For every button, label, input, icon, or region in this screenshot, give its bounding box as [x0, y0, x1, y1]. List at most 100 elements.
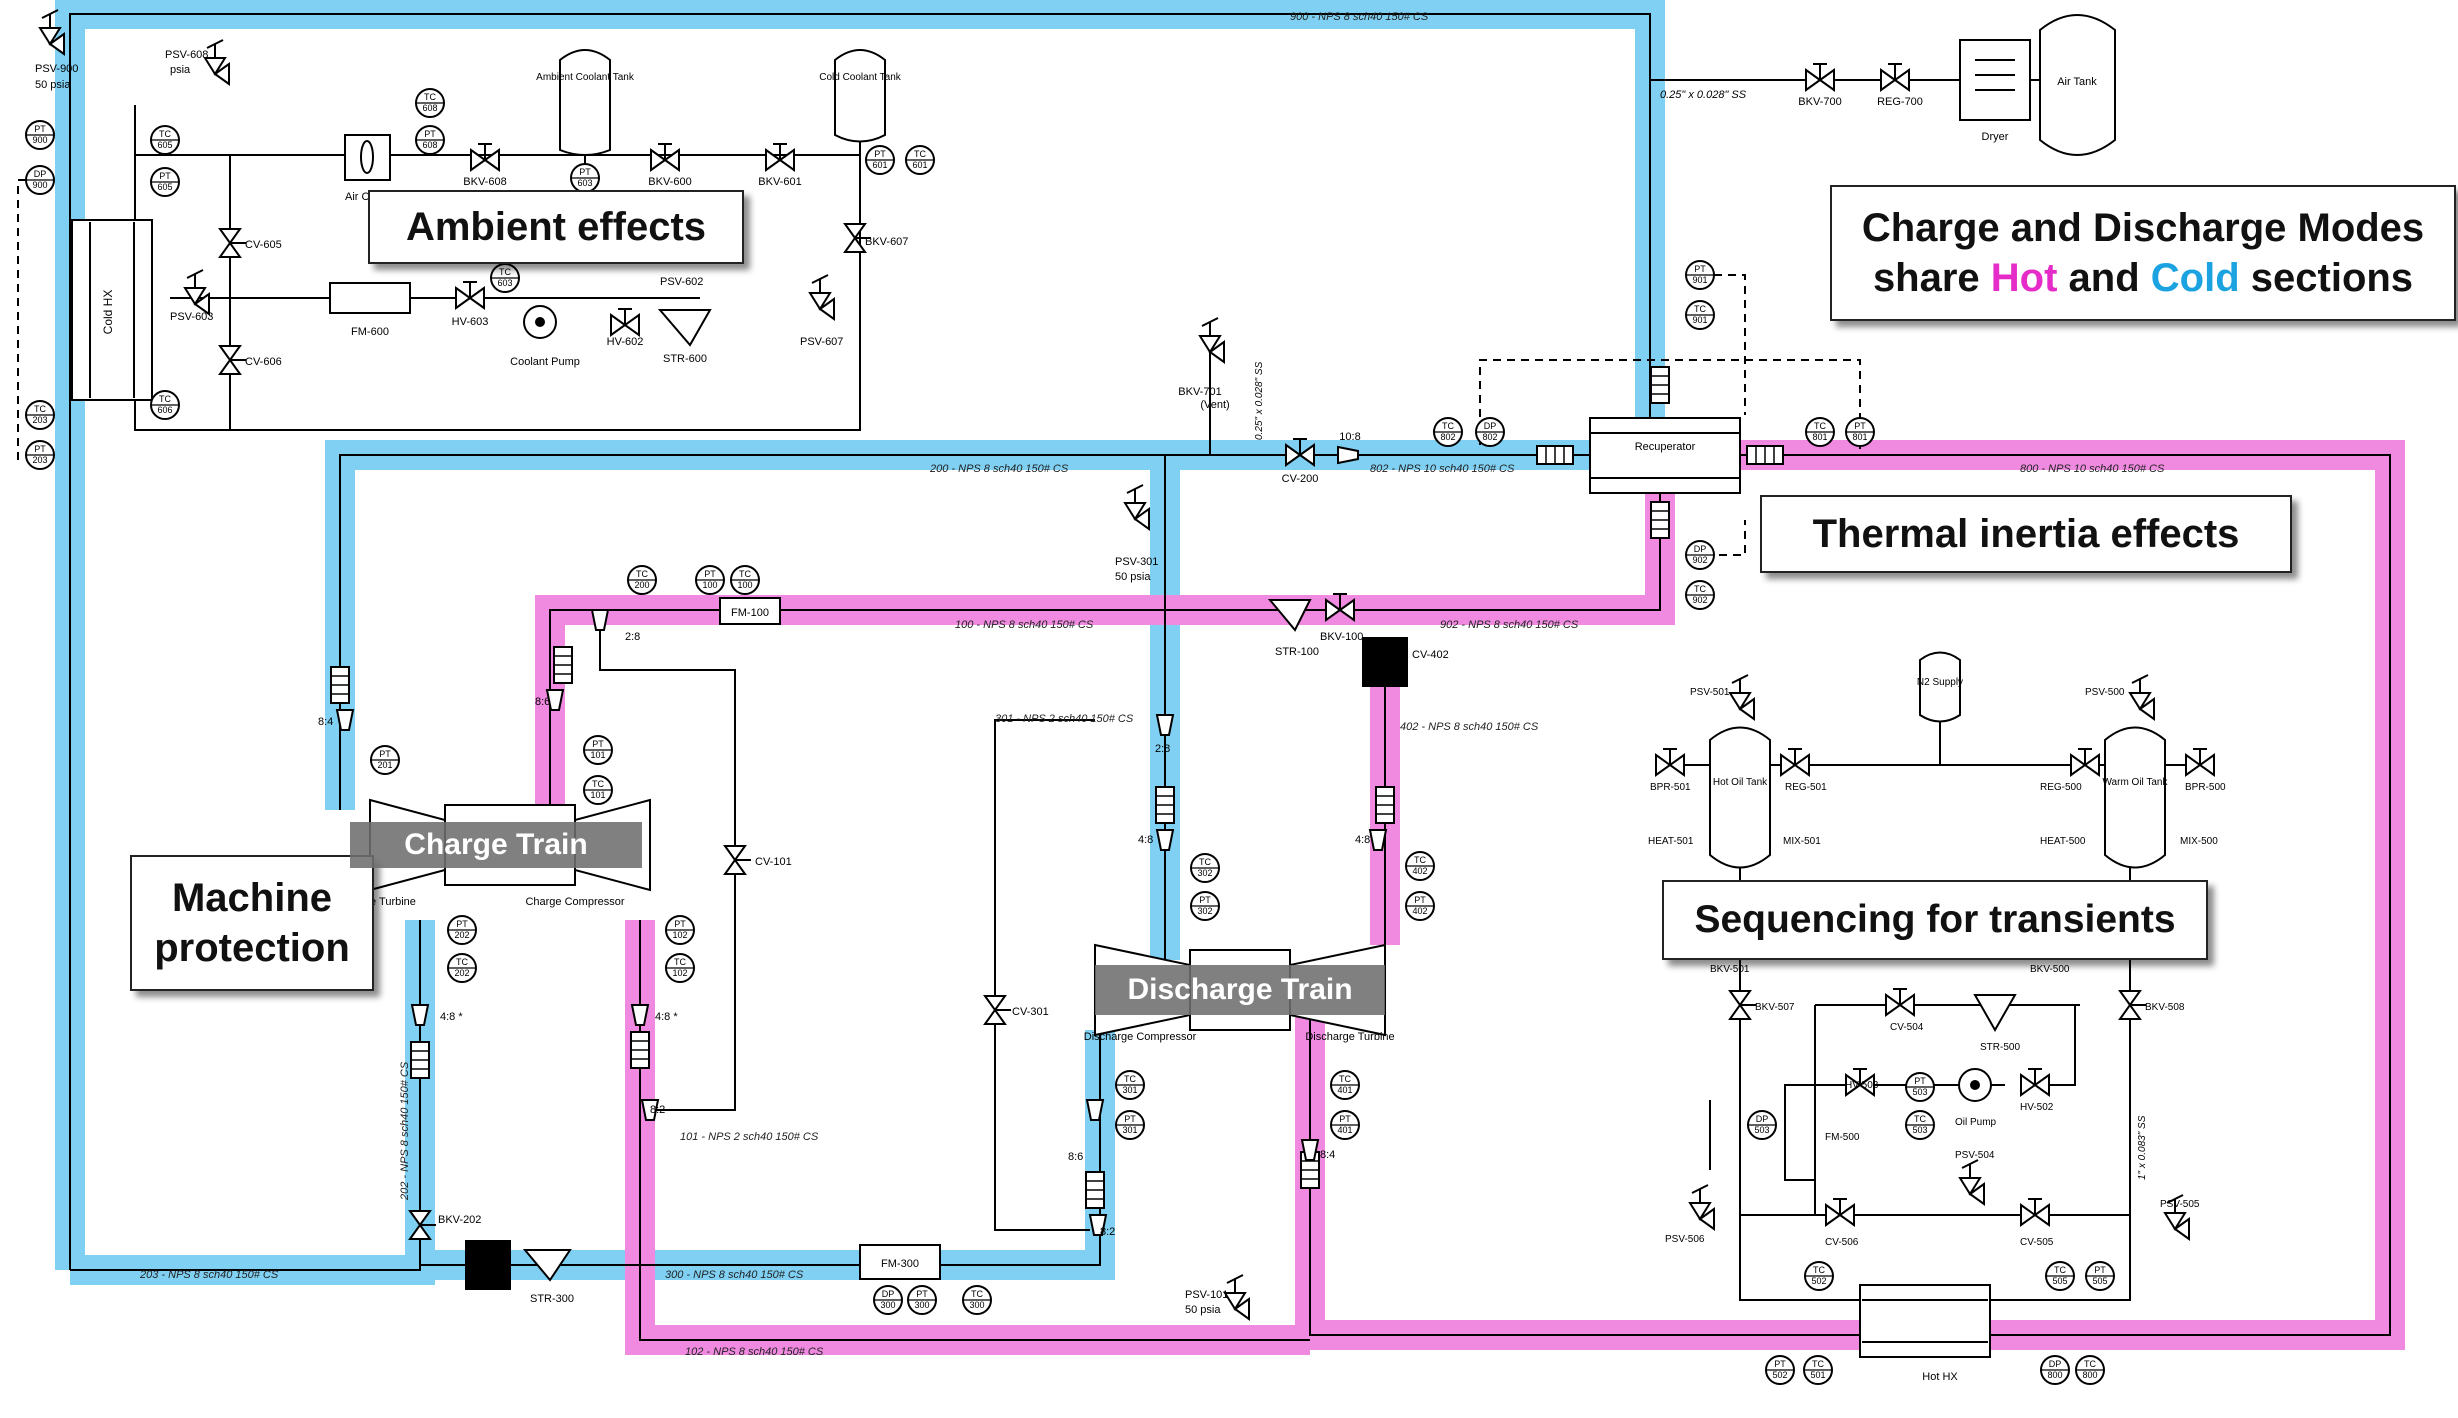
legend-cold: Cold [2150, 256, 2240, 300]
r84b-label: 8:4 [1320, 1149, 1335, 1161]
cold-hx: Cold HX [71, 219, 153, 401]
psv501-label: PSV-501 [1690, 687, 1730, 698]
ambient-tank-label: Ambient Coolant Tank [536, 72, 635, 83]
psv101-setpoint: 50 psia [1185, 1304, 1221, 1316]
cv505-label: CV-505 [2020, 1237, 2054, 1248]
r48c-label: 4:8 * [655, 1011, 678, 1023]
bpr501-label: BPR-501 [1650, 782, 1691, 793]
cv605-label: CV-605 [245, 239, 282, 251]
legend-mid: and [2057, 256, 2151, 300]
bkv202-label: BKV-202 [438, 1214, 481, 1226]
hv603-label: HV-603 [452, 316, 489, 328]
pipe-800-label: 800 - NPS 10 sch40 150# CS [2020, 463, 2165, 475]
hot-hx-label: Hot HX [1922, 1371, 1958, 1383]
air-cooler-label: Air C [345, 191, 370, 203]
reg501-label: REG-501 [1785, 782, 1827, 793]
bkv100-label: BKV-100 [1320, 631, 1363, 643]
callout-ambient-text: Ambient effects [405, 205, 707, 249]
pipe-300-label: 300 - NPS 8 sch40 150# CS [665, 1269, 804, 1281]
r28-label: 2:8 [625, 631, 640, 643]
legend-hot: Hot [1990, 256, 2058, 300]
bkv607-label: BKV-607 [865, 236, 908, 248]
mix501-label: MIX-501 [1783, 836, 1821, 847]
hv602-label: HV-602 [607, 336, 644, 348]
discharge-train-label: Discharge Train [1095, 965, 1385, 1015]
bkv507-label: BKV-507 [1755, 1002, 1795, 1013]
pipe-202-label: 202 - NPS 8 sch40 150# CS [399, 1061, 411, 1201]
recuperator: Recuperator [1536, 366, 1784, 539]
callout-thermal-text: Thermal inertia effects [1812, 512, 2240, 556]
psv101-label: PSV-101 [1185, 1289, 1228, 1301]
bkv601-label: BKV-601 [758, 176, 801, 188]
r48d-label: 4:8 [1355, 834, 1370, 846]
bkv608-label: BKV-608 [463, 176, 506, 188]
black-block-300 [465, 1240, 511, 1290]
hot-oil-tank-label: Hot Oil Tank [1713, 777, 1768, 788]
fm-600: FM-600 [329, 282, 411, 338]
cv301-label: CV-301 [1012, 1006, 1049, 1018]
discharge-compressor-label: Discharge Compressor [1084, 1031, 1197, 1043]
callout-sequencing: Sequencing for transients [1662, 880, 2208, 960]
cv101-label: CV-101 [755, 856, 792, 868]
center-components: CV-200 10:8 BKV-701 (Vent) 0.25" x 0.028… [318, 317, 1449, 1320]
callout-ambient-effects: Ambient effects [368, 190, 744, 264]
pipe-301-label: 301 - NPS 2 sch40 150# CS [995, 713, 1134, 725]
r28b-label: 2:8 [1155, 743, 1170, 755]
bkv600-label: BKV-600 [648, 176, 691, 188]
r48a-label: 4:8 [1138, 834, 1153, 846]
bkv701-label: BKV-701 [1178, 386, 1221, 398]
cold-hx-label: Cold HX [101, 290, 115, 335]
air-tank-label: Air Tank [2057, 76, 2097, 88]
legend-pre: share [1872, 256, 1991, 300]
r82b-label: 8:2 [1100, 1226, 1115, 1238]
coolant-pump-label: Coolant Pump [510, 356, 580, 368]
psv504-label: PSV-504 [1955, 1150, 1995, 1161]
cold-tank-label: Cold Coolant Tank [819, 72, 902, 83]
str100-label: STR-100 [1275, 646, 1319, 658]
ambient-tank: Ambient Coolant Tank [536, 49, 635, 156]
legend-line1: Charge and Discharge Modes [1861, 206, 2425, 250]
